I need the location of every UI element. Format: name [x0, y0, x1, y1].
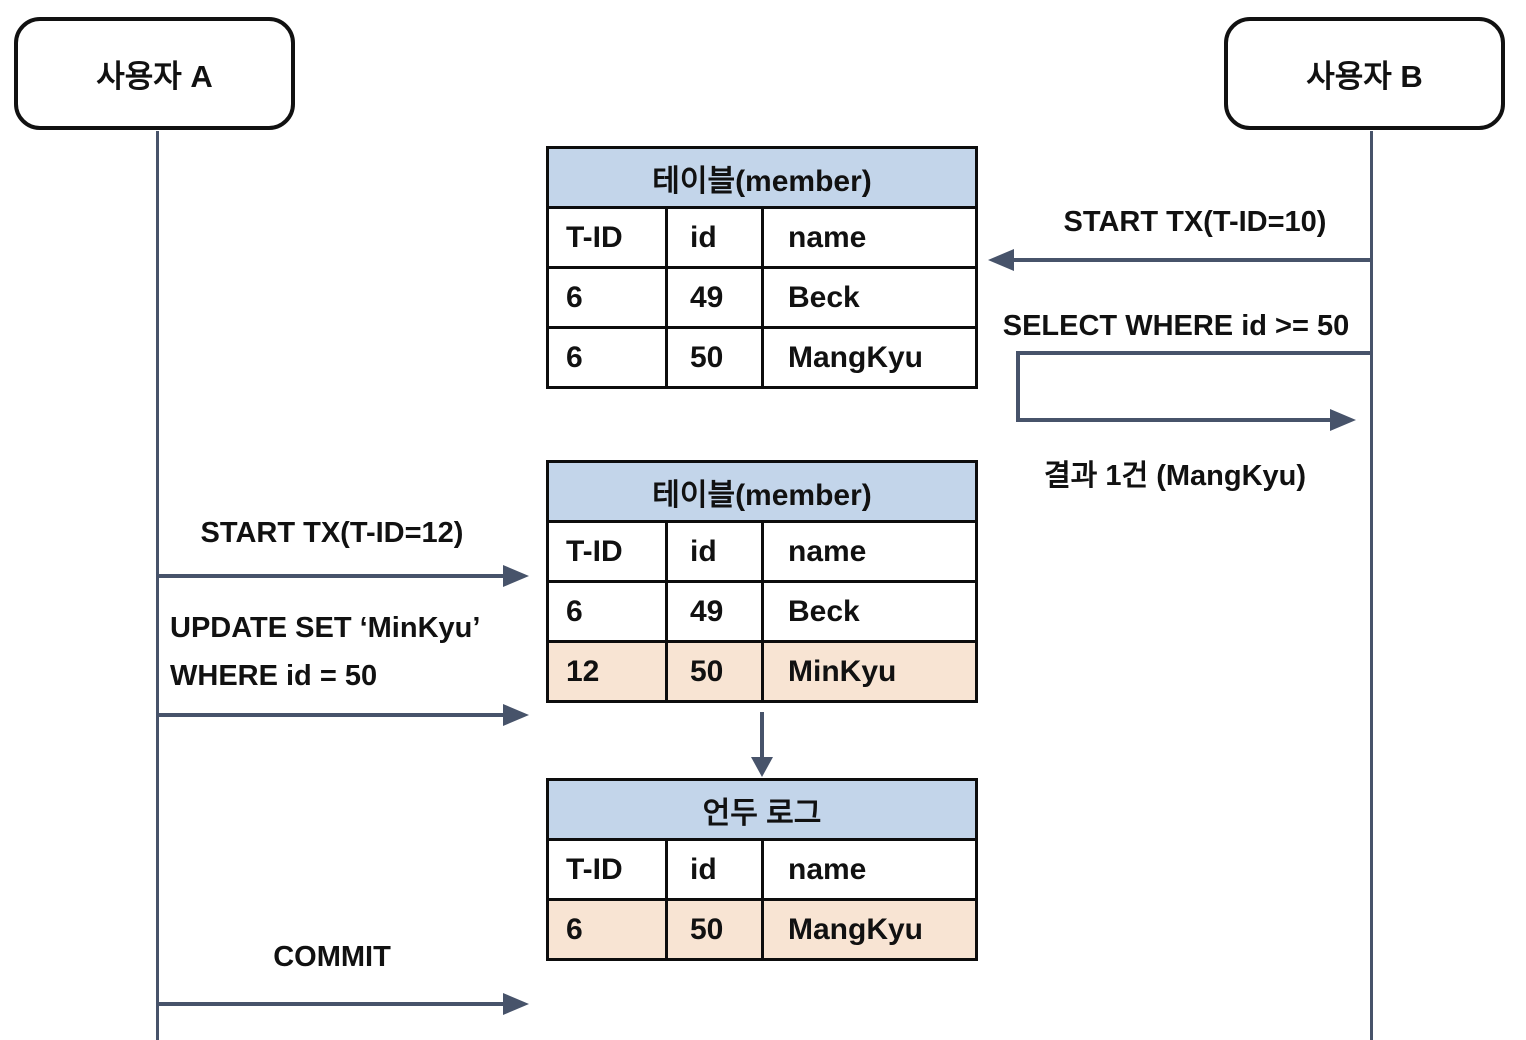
table-header-row: T-ID id name [546, 206, 979, 269]
table-row: 6 49 Beck [546, 266, 979, 329]
header-cell-id: id [665, 838, 764, 901]
message-result-label: 결과 1건 (MangKyu) [1043, 460, 1307, 492]
table-undo-log: 언두 로그 T-ID id name 6 50 MangKyu [545, 778, 979, 961]
lifeline-user-a [156, 131, 159, 1040]
table-member-original: 테이블(member) T-ID id name 6 49 Beck 6 50 … [545, 146, 979, 389]
cell-id: 50 [665, 326, 764, 389]
arrow-table-to-undolog-head [751, 757, 773, 777]
arrow-commit-head [503, 993, 529, 1015]
header-cell-name: name [760, 838, 979, 901]
arrow-start-tx-b-line [1012, 258, 1370, 262]
table-header-row: T-ID id name [546, 520, 979, 583]
cell-name: Beck [760, 266, 979, 329]
actor-user-b-label: 사용자 B [1306, 59, 1423, 94]
arrow-table-to-undolog-line [760, 712, 764, 759]
table-member-updated-title: 테이블(member) [545, 460, 979, 523]
table-header-row: T-ID id name [546, 838, 979, 901]
actor-user-a-label: 사용자 A [96, 59, 213, 94]
select-loop-left-line [1016, 351, 1020, 422]
table-member-updated: 테이블(member) T-ID id name 6 49 Beck 12 50… [545, 460, 979, 703]
actor-user-a: 사용자 A [14, 17, 295, 130]
header-cell-id: id [665, 520, 764, 583]
arrow-start-tx-a-head [503, 565, 529, 587]
message-update-line1: UPDATE SET ‘MinKyu’ [170, 612, 481, 644]
arrow-update-line [157, 713, 507, 717]
select-loop-bottom-line [1016, 418, 1330, 422]
header-cell-id: id [665, 206, 764, 269]
cell-name: MangKyu [760, 326, 979, 389]
arrow-commit-line [157, 1002, 507, 1006]
arrow-start-tx-a-line [157, 574, 507, 578]
table-undo-log-title: 언두 로그 [545, 778, 979, 841]
cell-id: 50 [665, 898, 764, 961]
arrow-start-tx-b-head [988, 249, 1014, 271]
table-undo-log-title-row: 언두 로그 [545, 778, 979, 841]
header-cell-tid: T-ID [546, 838, 668, 901]
header-cell-name: name [760, 206, 979, 269]
cell-id: 50 [665, 640, 764, 703]
cell-name: Beck [760, 580, 979, 643]
table-row-highlighted: 6 50 MangKyu [546, 898, 979, 961]
cell-tid: 12 [546, 640, 668, 703]
cell-id: 49 [665, 266, 764, 329]
table-row: 6 50 MangKyu [546, 326, 979, 389]
select-loop-top-line [1016, 351, 1370, 355]
arrow-update-head [503, 704, 529, 726]
table-row-highlighted: 12 50 MinKyu [546, 640, 979, 703]
header-cell-name: name [760, 520, 979, 583]
header-cell-tid: T-ID [546, 206, 668, 269]
message-start-tx-a-label: START TX(T-ID=12) [200, 517, 464, 549]
table-row: 6 49 Beck [546, 580, 979, 643]
cell-name: MinKyu [760, 640, 979, 703]
cell-name: MangKyu [760, 898, 979, 961]
message-select-label: SELECT WHERE id >= 50 [1002, 310, 1350, 342]
table-member-updated-title-row: 테이블(member) [545, 460, 979, 523]
message-update-line2: WHERE id = 50 [170, 660, 378, 692]
select-loop-arrow-head [1330, 409, 1356, 431]
cell-id: 49 [665, 580, 764, 643]
header-cell-tid: T-ID [546, 520, 668, 583]
cell-tid: 6 [546, 326, 668, 389]
message-start-tx-b-label: START TX(T-ID=10) [1063, 206, 1327, 238]
cell-tid: 6 [546, 898, 668, 961]
actor-user-b: 사용자 B [1224, 17, 1505, 130]
table-member-original-title-row: 테이블(member) [545, 146, 979, 209]
cell-tid: 6 [546, 580, 668, 643]
lifeline-user-b [1370, 131, 1373, 1040]
cell-tid: 6 [546, 266, 668, 329]
table-member-original-title: 테이블(member) [545, 146, 979, 209]
message-commit-label: COMMIT [273, 941, 391, 973]
